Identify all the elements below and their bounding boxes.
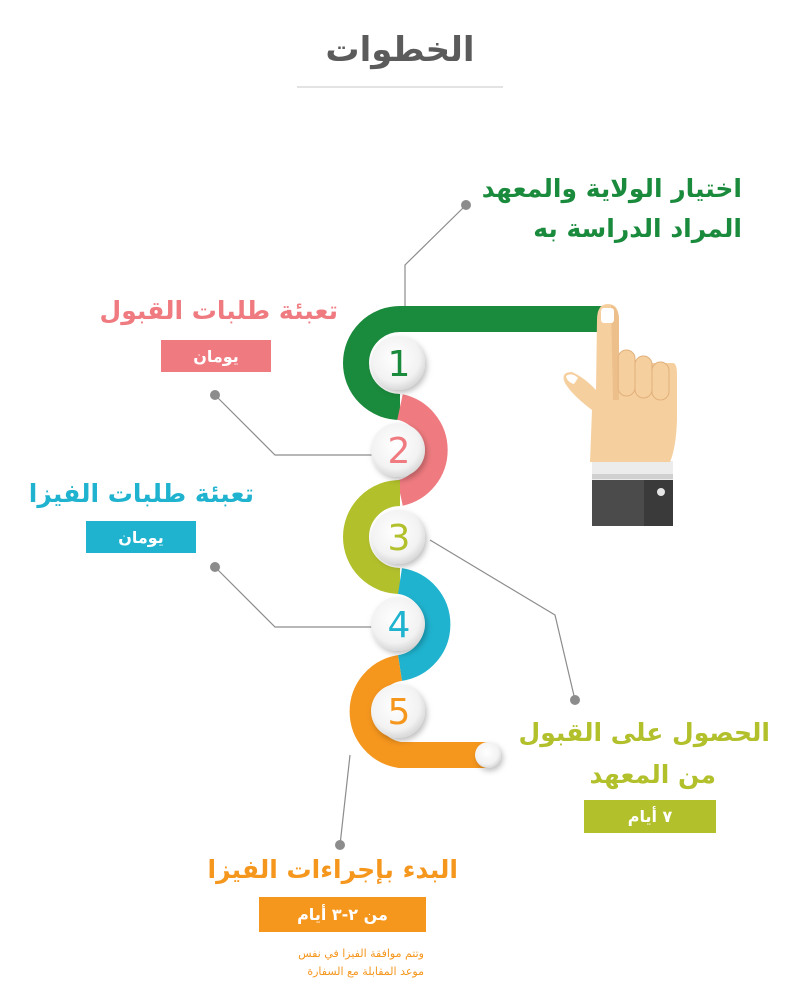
connector-step-2 (214, 394, 375, 456)
step-5-note-line-1: وتتم موافقة الفيزا في نفس (298, 947, 424, 960)
step-3-duration-badge: ٧ أيام (584, 800, 716, 833)
title-divider (297, 86, 503, 88)
connector-step-1 (404, 204, 467, 312)
connector-dot-1 (461, 200, 471, 210)
step-3-heading-line-1: الحصول على القبول (518, 718, 770, 747)
step-5-note-line-2: موعد المقابلة مع السفارة (307, 965, 424, 978)
path-end-knob (475, 742, 501, 768)
step-number-1: 1 (388, 344, 411, 385)
step-3-heading-line-2: من المعهد (589, 760, 716, 789)
step-1-heading-line-2: المراد الدراسة به (533, 214, 742, 243)
segment-step-1 (343, 306, 605, 420)
connector-dot-4 (210, 562, 220, 572)
step-number-3: 3 (388, 518, 411, 559)
step-5-duration-badge: من ٢-٣ أيام (259, 897, 426, 932)
connector-dot-5 (335, 840, 345, 850)
connector-step-4 (214, 566, 375, 628)
segment-step-5 (349, 655, 488, 768)
connector-dot-2 (210, 390, 220, 400)
step-5-heading: البدء بإجراءات الفيزا (207, 855, 458, 884)
step-4-heading: تعبئة طلبات الفيزا (28, 479, 254, 508)
segment-step-2 (396, 394, 448, 506)
step-knob-4 (371, 597, 425, 651)
page-title: الخطوات (325, 30, 475, 70)
step-2-duration-badge: يومان (161, 340, 271, 372)
step-knob-3 (371, 510, 425, 564)
step-4-duration-badge: يومان (86, 521, 196, 553)
step-knob-1 (371, 336, 425, 390)
step-2-heading: تعبئة طلبات القبول (99, 296, 338, 325)
connector-step-5 (339, 754, 351, 846)
segment-step-4 (397, 568, 451, 681)
step-number-5: 5 (388, 692, 411, 733)
connector-dot-3 (570, 695, 580, 705)
connector-step-3 (429, 539, 576, 701)
step-knob-2 (371, 423, 425, 477)
step-number-4: 4 (388, 605, 411, 646)
segment-step-3 (343, 480, 401, 594)
pointing-hand-icon (563, 304, 677, 526)
step-number-2: 2 (388, 431, 411, 472)
step-knob-5 (371, 684, 425, 738)
step-1-heading-line-1: اختيار الولاية والمعهد (481, 174, 742, 203)
